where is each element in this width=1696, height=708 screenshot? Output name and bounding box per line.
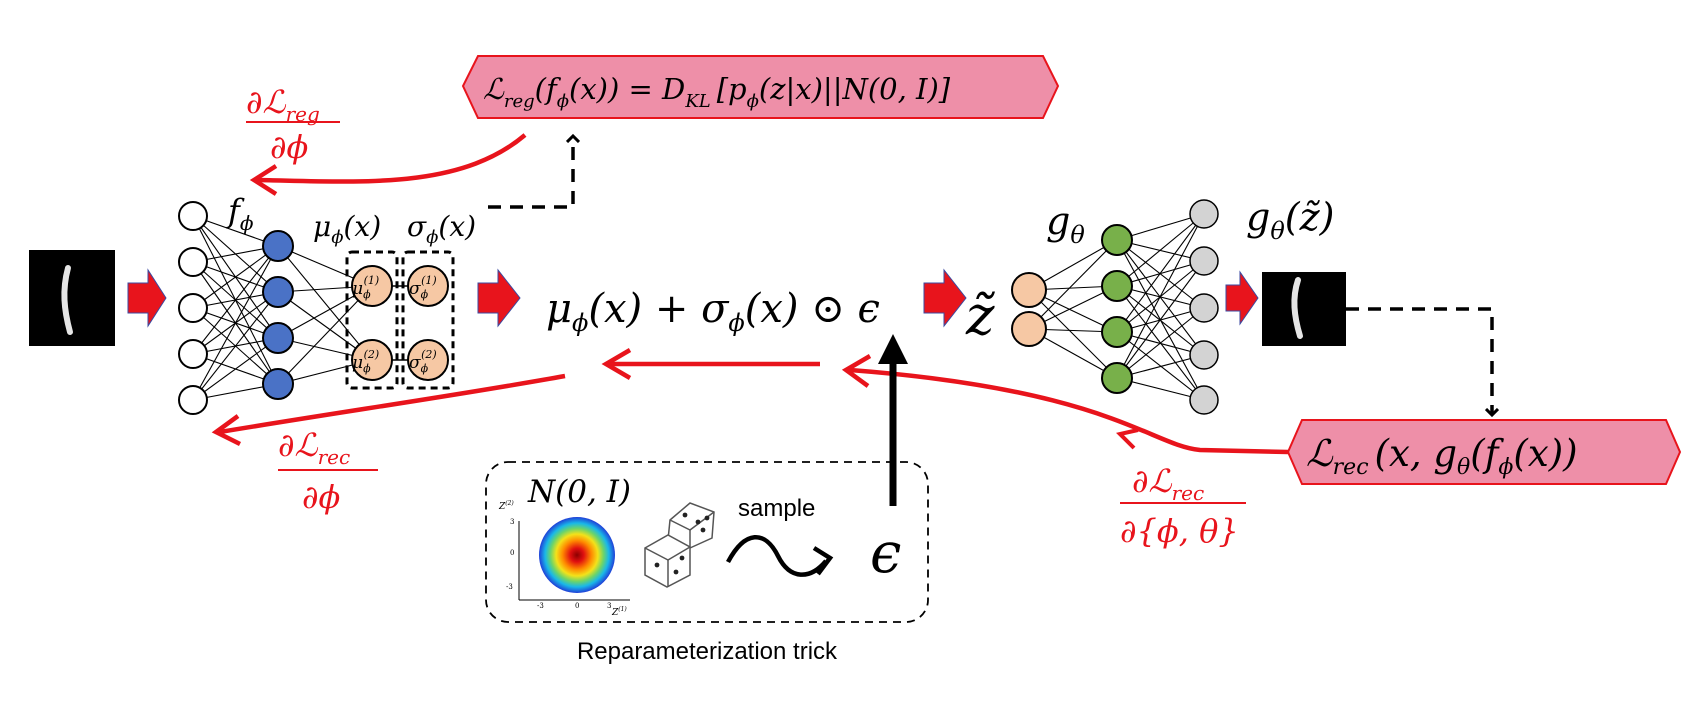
output-node xyxy=(1189,340,1219,370)
network-edge xyxy=(192,245,279,401)
encoder-to-reg-loss-connector xyxy=(488,137,573,209)
output-node xyxy=(1189,246,1219,276)
decoder-latent-layer xyxy=(1011,272,1047,347)
gradient-label-rec-encoder: ∂ℒrec ∂ϕ xyxy=(278,426,378,516)
sigma-phi-label: σϕ(x) xyxy=(407,210,476,248)
network-edge xyxy=(192,291,279,401)
network-edge xyxy=(1116,213,1205,287)
output-digit-image xyxy=(1262,272,1346,346)
decoder-hidden-layer xyxy=(1101,224,1133,394)
sigma-node-1-label: σϕ(1) xyxy=(409,274,437,301)
gradient-arrow-rec-middle xyxy=(601,348,820,380)
y-tick-mid: 0 xyxy=(510,549,514,557)
reparam-formula: μϕ(x) + σϕ(x) ⊙ ϵ xyxy=(546,286,880,337)
x-tick-right: 3 xyxy=(607,602,611,610)
svg-text:∂ℒreg: ∂ℒreg xyxy=(246,83,320,126)
distribution-label: N(0, I) xyxy=(527,474,631,510)
decoder-hidden-node xyxy=(1101,224,1133,256)
sigma-nodes xyxy=(407,265,449,381)
gradient-arrow-rec-decoder xyxy=(841,354,1289,455)
formula-to-z-arrow xyxy=(923,268,967,328)
distribution-plot: Z(2) 3 0 -3 -3 0 3 Z(1) N(0, I) xyxy=(498,474,631,618)
network-edge xyxy=(192,245,279,355)
input-node xyxy=(178,247,208,277)
encoder-input-layer xyxy=(178,201,208,415)
decoder-hidden-node xyxy=(1101,270,1133,302)
svg-text:∂ϕ: ∂ϕ xyxy=(270,128,309,166)
decoder-g-label: gθ xyxy=(1046,199,1085,249)
decoder-latent-node xyxy=(1011,272,1047,308)
hidden-node xyxy=(262,276,294,308)
input-node xyxy=(178,339,208,369)
network-edge xyxy=(277,245,373,361)
output-node xyxy=(1189,293,1219,323)
reg-loss-formula: ℒreg(fϕ(x)) = DKL[pϕ(z|x)||N(0, I)] xyxy=(483,72,951,112)
decoder-hidden-node xyxy=(1101,362,1133,394)
encoder-output-arrow xyxy=(477,268,521,328)
x-tick-left: -3 xyxy=(537,602,544,610)
encoder-hidden-layer xyxy=(262,230,294,400)
input-node xyxy=(178,201,208,231)
y-tick-bot: -3 xyxy=(506,583,513,591)
rec-loss-formula: ℒrec(x, gθ(fϕ(x)) xyxy=(1306,432,1578,480)
decoder-hidden-node xyxy=(1101,316,1133,348)
decoder-output-label: gθ(z̃) xyxy=(1246,195,1334,245)
x-axis-label: Z(1) xyxy=(611,606,627,618)
reg-loss-box xyxy=(461,55,1060,119)
decoder-latent-node xyxy=(1011,311,1047,347)
hidden-node xyxy=(262,368,294,400)
reparam-box xyxy=(485,461,929,623)
svg-text:∂ℒrec: ∂ℒrec xyxy=(1132,462,1204,505)
output-node xyxy=(1189,385,1219,415)
sigma-box xyxy=(401,250,455,390)
gradient-arrow-rec-encoder xyxy=(211,373,566,447)
mu-phi-label: μϕ(x) xyxy=(313,210,381,248)
output-to-rec-loss-connector xyxy=(1346,307,1492,414)
decoder-output-layer xyxy=(1189,199,1219,415)
svg-text:∂ℒrec: ∂ℒrec xyxy=(278,426,350,469)
decoder-output-arrow xyxy=(1225,270,1259,326)
input-node xyxy=(178,385,208,415)
sigma-node-2-label: σϕ(2) xyxy=(409,348,437,375)
dice-icon xyxy=(644,502,715,588)
epsilon-arrow xyxy=(878,334,908,506)
mu-node-1-label: μϕ(1) xyxy=(352,274,379,301)
sample-wavy-arrow xyxy=(726,535,834,577)
network-edge xyxy=(192,245,279,309)
network-edge xyxy=(1116,260,1205,379)
sample-label: sample xyxy=(738,495,815,522)
input-arrow xyxy=(127,268,167,328)
network-edge xyxy=(1028,239,1118,330)
gradient-arrow-reg xyxy=(249,133,527,196)
input-node xyxy=(178,293,208,323)
svg-text:∂{ϕ, θ}: ∂{ϕ, θ} xyxy=(1120,512,1239,550)
output-node xyxy=(1189,199,1219,229)
gaussian-heatmap xyxy=(539,517,615,593)
hidden-node xyxy=(262,230,294,262)
y-tick-top: 3 xyxy=(510,518,514,526)
encoder-f-label: fϕ xyxy=(226,192,254,235)
hidden-node xyxy=(262,322,294,354)
network-edge xyxy=(1116,213,1205,379)
network-edge xyxy=(192,337,279,401)
z-tilde-label: z̃ xyxy=(965,284,995,347)
mu-node-2-label: μϕ(2) xyxy=(352,348,379,375)
input-digit-image xyxy=(29,250,115,346)
network-edge xyxy=(277,285,373,385)
epsilon-sample: ϵ xyxy=(870,521,901,586)
svg-text:∂ϕ: ∂ϕ xyxy=(302,478,341,516)
network-edge xyxy=(1116,213,1205,333)
network-edge xyxy=(1116,307,1205,379)
network-edge xyxy=(1028,289,1118,379)
gradient-label-reg: ∂ℒreg ∂ϕ xyxy=(246,83,340,166)
mu-box xyxy=(345,250,399,390)
x-tick-mid: 0 xyxy=(575,602,579,610)
reparam-caption: Reparameterization trick xyxy=(577,638,838,665)
y-axis-label: Z(2) xyxy=(498,500,514,512)
gradient-label-rec-decoder: ∂ℒrec ∂{ϕ, θ} xyxy=(1120,462,1246,550)
